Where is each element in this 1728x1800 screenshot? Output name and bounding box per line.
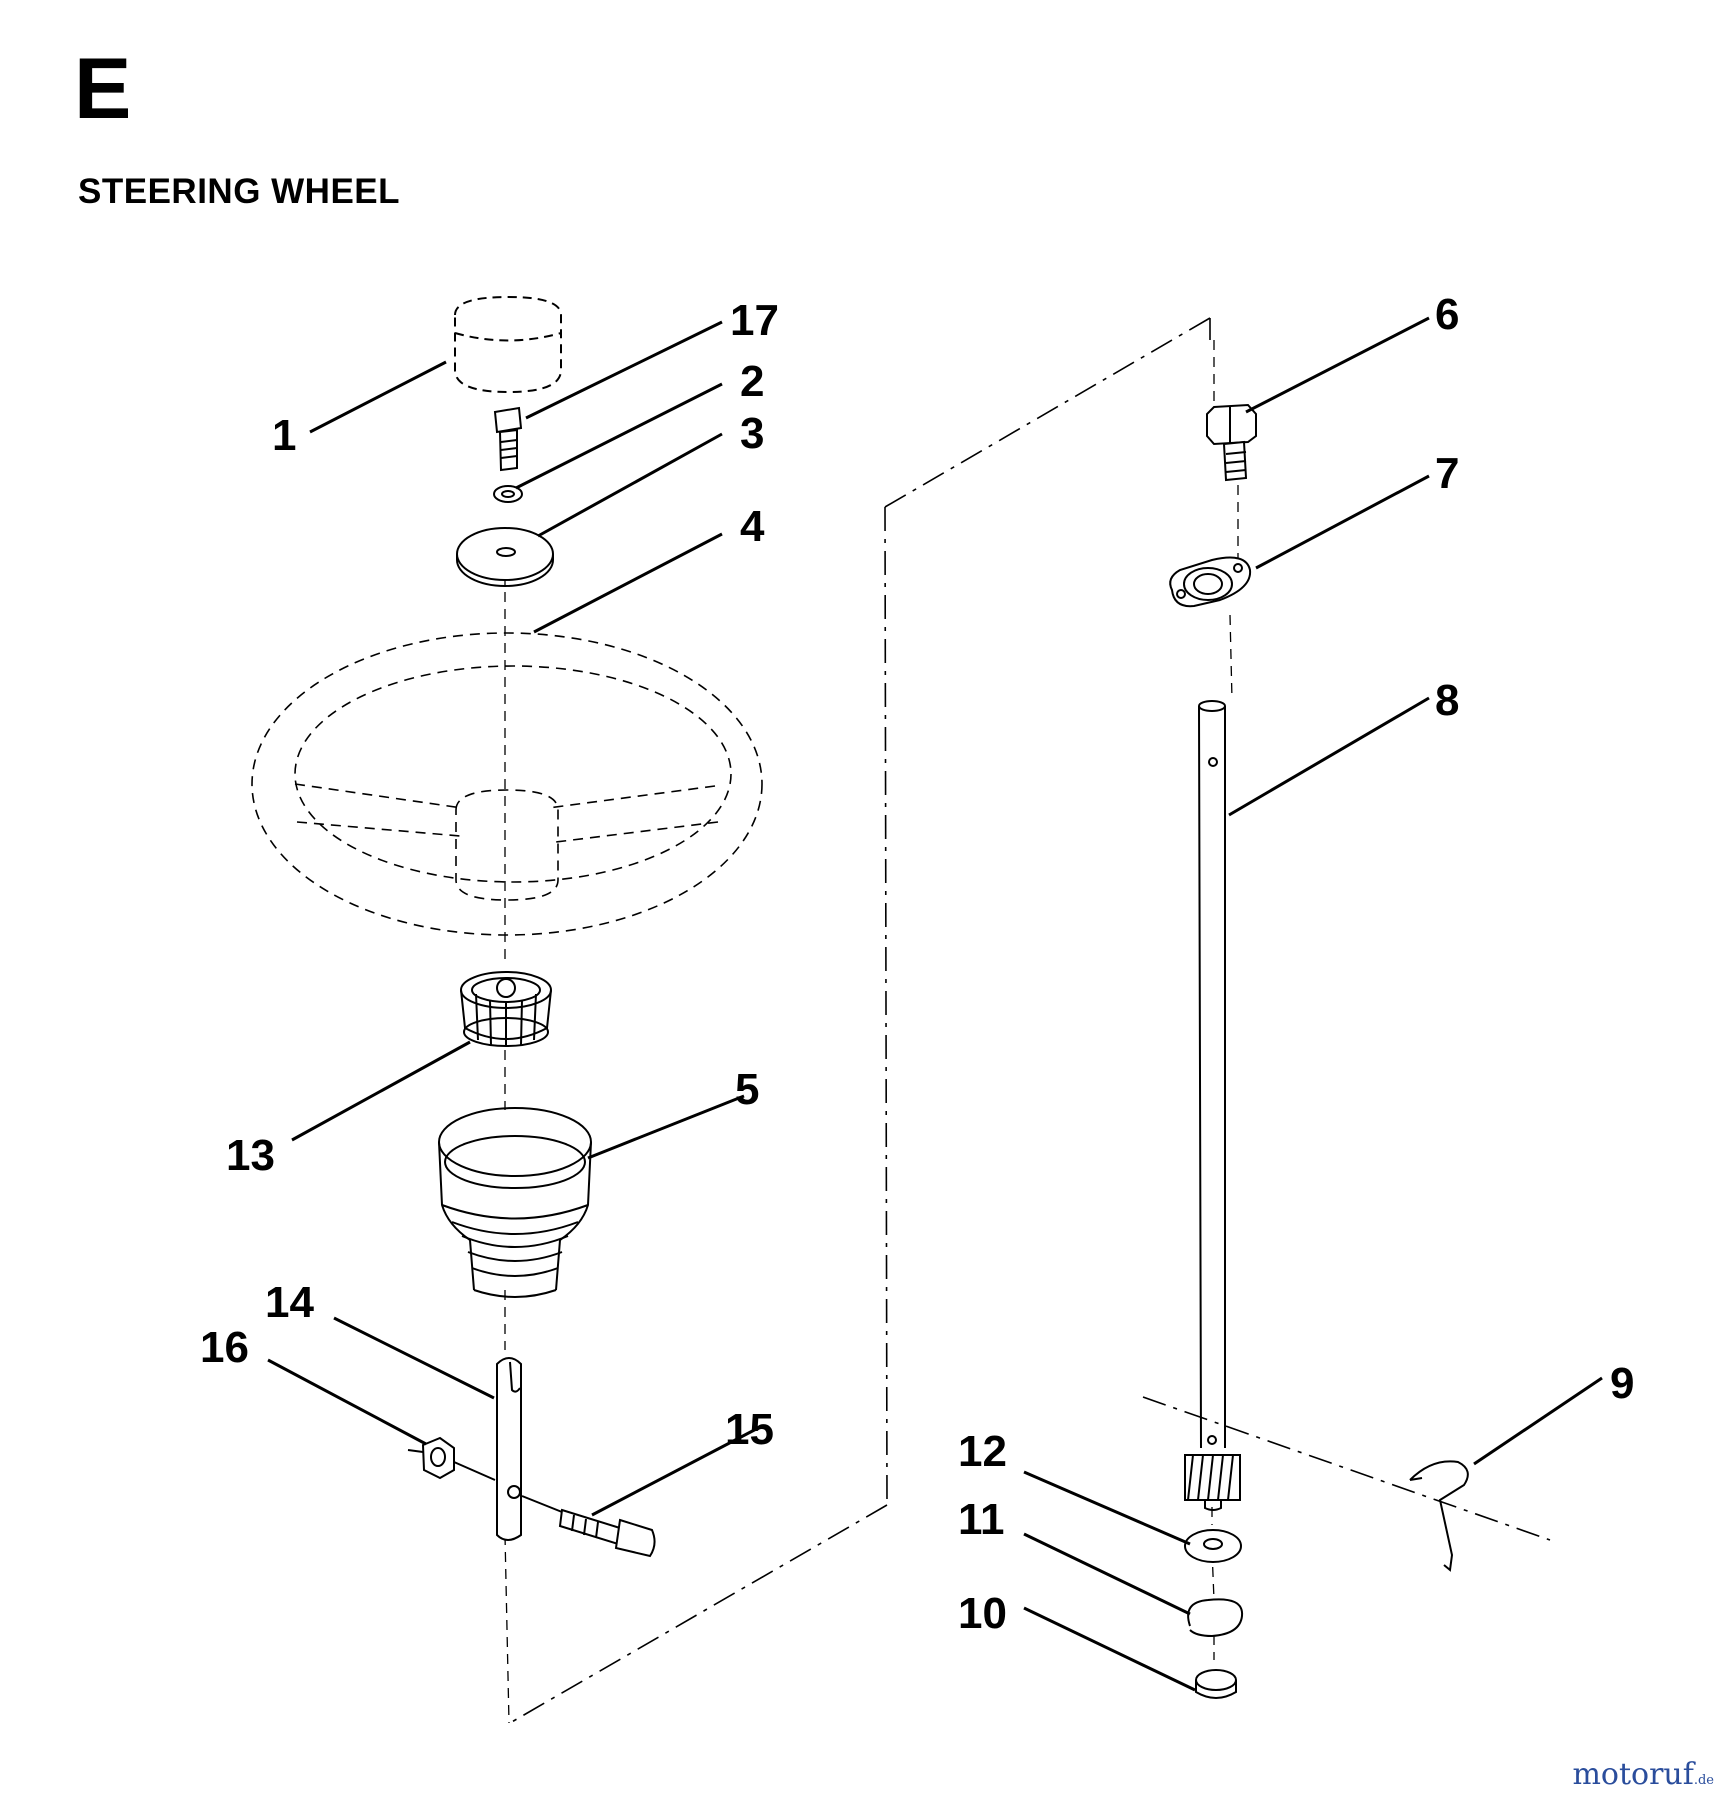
watermark-tld: .de: [1693, 1773, 1714, 1788]
part-12-washer: [1184, 1529, 1242, 1563]
part-10-bushing: [1195, 1669, 1237, 1699]
callout-leaders: [267, 316, 1603, 1692]
callout-7: 7: [1435, 449, 1459, 498]
callout-12: 12: [958, 1427, 1007, 1476]
part-15-bolt: [521, 1495, 656, 1558]
callout-15: 15: [725, 1405, 774, 1454]
part-4-steering-wheel: [251, 632, 763, 936]
callout-10: 10: [958, 1589, 1007, 1638]
callout-17: 17: [730, 296, 779, 345]
part-6-bolt: [1206, 403, 1257, 482]
part-13-adapter: [460, 971, 552, 1047]
left-centerline: [504, 575, 510, 1724]
callout-13: 13: [226, 1131, 275, 1180]
part-14-shaft: [496, 1357, 522, 1541]
section-letter: E: [74, 41, 132, 137]
part-3-washer: [456, 527, 554, 587]
callout-8: 8: [1435, 676, 1459, 725]
callout-4: 4: [740, 502, 765, 551]
callout-3: 3: [740, 409, 764, 458]
callout-9: 9: [1610, 1359, 1634, 1408]
part-16-nut: [407, 1436, 496, 1481]
callout-6: 6: [1435, 290, 1459, 339]
callout-5: 5: [735, 1065, 759, 1114]
part-9-hairpin-clip: [1409, 1460, 1469, 1572]
callout-11: 11: [958, 1495, 1005, 1544]
callout-2: 2: [740, 357, 764, 406]
diagram-title: STEERING WHEEL: [78, 172, 401, 211]
part-17-bolt: [493, 406, 523, 472]
part-7-flange-bearing: [1169, 556, 1252, 608]
part-1-cap: [454, 295, 562, 394]
part-11-retaining-ring: [1187, 1598, 1244, 1638]
callout-numbers: 1 17 2 3 4 6 7 8 13 5 14 16 15 9 12 11 1…: [200, 290, 1634, 1638]
part-8-steering-shaft: [1198, 700, 1226, 1449]
part-8-pinion-gear: [1184, 1454, 1241, 1511]
callout-16: 16: [200, 1323, 249, 1372]
part-5-cone-boot: [438, 1107, 592, 1298]
callout-14: 14: [265, 1278, 314, 1327]
part-2-lockwasher: [493, 485, 523, 503]
watermark-logo: motoruf.de: [1572, 1757, 1714, 1792]
callout-1: 1: [272, 411, 296, 460]
watermark-name: motoruf: [1572, 1757, 1694, 1792]
phantom-frame: [509, 317, 1551, 1724]
